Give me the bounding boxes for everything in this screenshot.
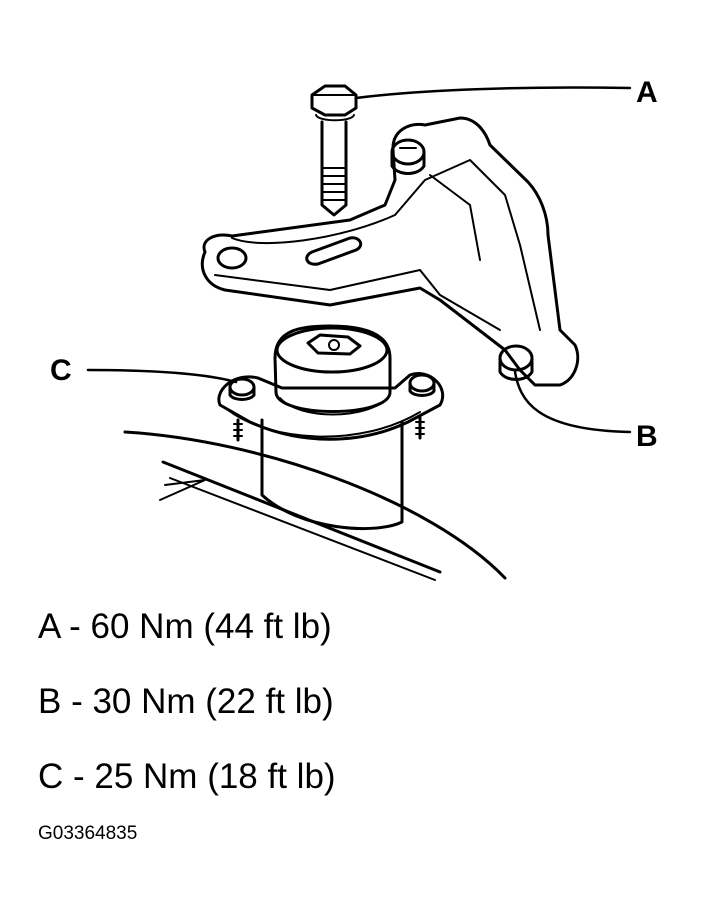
leader-line-a (354, 86, 632, 100)
chassis-outline (123, 430, 507, 581)
mount-bolt-left (228, 377, 256, 442)
torque-spec-c: C - 25 Nm (18 ft lb) (38, 757, 336, 796)
engine-mount (217, 324, 445, 531)
engine-mount-diagram (86, 84, 632, 581)
callout-label-a: A (636, 76, 658, 109)
callout-label-b: B (636, 420, 658, 453)
torque-spec-b: B - 30 Nm (22 ft lb) (38, 682, 334, 721)
callout-label-c: C (50, 354, 72, 387)
leader-line-c (86, 368, 238, 384)
bracket-top-bolt (390, 138, 426, 175)
mount-bolt-right (408, 373, 436, 440)
torque-spec-a: A - 60 Nm (44 ft lb) (38, 607, 332, 646)
mount-bracket (200, 116, 580, 387)
bolt-a (310, 84, 358, 217)
leader-lines (86, 86, 632, 434)
leader-line-b (513, 370, 632, 434)
figure-id: G03364835 (38, 823, 138, 844)
